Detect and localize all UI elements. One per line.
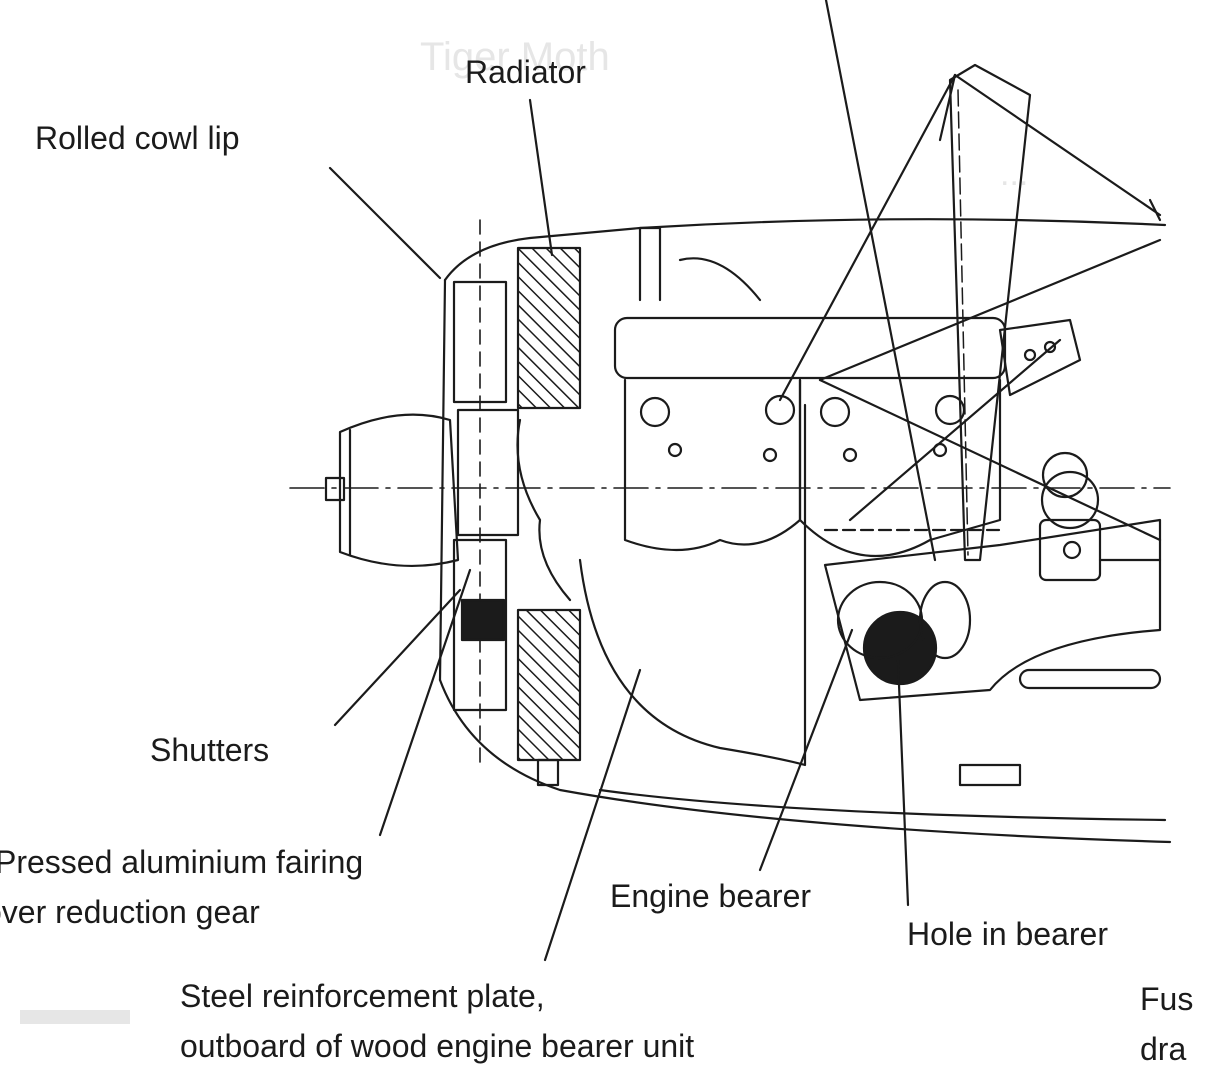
- label-fairing-line2: over reduction gear: [0, 894, 260, 930]
- reduction-gear-housing: [456, 408, 520, 537]
- engine-bearer: [823, 518, 1162, 702]
- leader-radiator: [528, 98, 554, 257]
- hole-in-bearer: [862, 610, 938, 686]
- engine-crankcase: [623, 378, 802, 552]
- leader-engine-bearer: [758, 628, 854, 872]
- radiator-core-lower: [516, 608, 582, 762]
- leader-steel-plate: [543, 668, 642, 962]
- cowling-bottom-outline: [438, 678, 1172, 844]
- svg-text:...: ...: [1000, 155, 1028, 193]
- leader-shutters: [333, 588, 462, 727]
- label-rolled-cowl-lip: Rolled cowl lip: [35, 120, 240, 156]
- steel-reinforcement-plate: [578, 403, 807, 767]
- radiator-core-upper: [516, 246, 582, 410]
- label-engine-bearer: Engine bearer: [610, 878, 812, 914]
- label-fuselage-line2: dra: [1140, 1031, 1187, 1067]
- cowling-inner-bottom: [598, 788, 1167, 822]
- label-steel-plate-line1: Steel reinforcement plate,: [180, 978, 545, 1014]
- label-fairing-line1: Pressed aluminium fairing: [0, 844, 364, 880]
- leader-fairing: [378, 568, 472, 837]
- propeller-spinner: [338, 413, 460, 568]
- svg-text:Tiger Moth: Tiger Moth: [420, 35, 610, 79]
- cabane-strut: [948, 63, 1032, 562]
- label-shutters: Shutters: [150, 732, 270, 768]
- leader-rolled-cowl-lip: [328, 166, 442, 280]
- cowl-lip-front: [438, 278, 447, 682]
- label-radiator: Radiator: [465, 54, 586, 90]
- label-fuselage-line1: Fus: [1140, 981, 1194, 1017]
- leader-hole-in-bearer: [896, 658, 910, 907]
- label-hole-in-bearer: Hole in bearer: [907, 916, 1108, 952]
- label-steel-plate-line2: outboard of wood engine bearer unit: [180, 1028, 695, 1064]
- cowling-top-outline: [443, 218, 1167, 282]
- engine-cylinder-head: [613, 316, 1007, 380]
- leader-top-right: [824, 0, 937, 562]
- bracing-wire-1: [778, 73, 957, 402]
